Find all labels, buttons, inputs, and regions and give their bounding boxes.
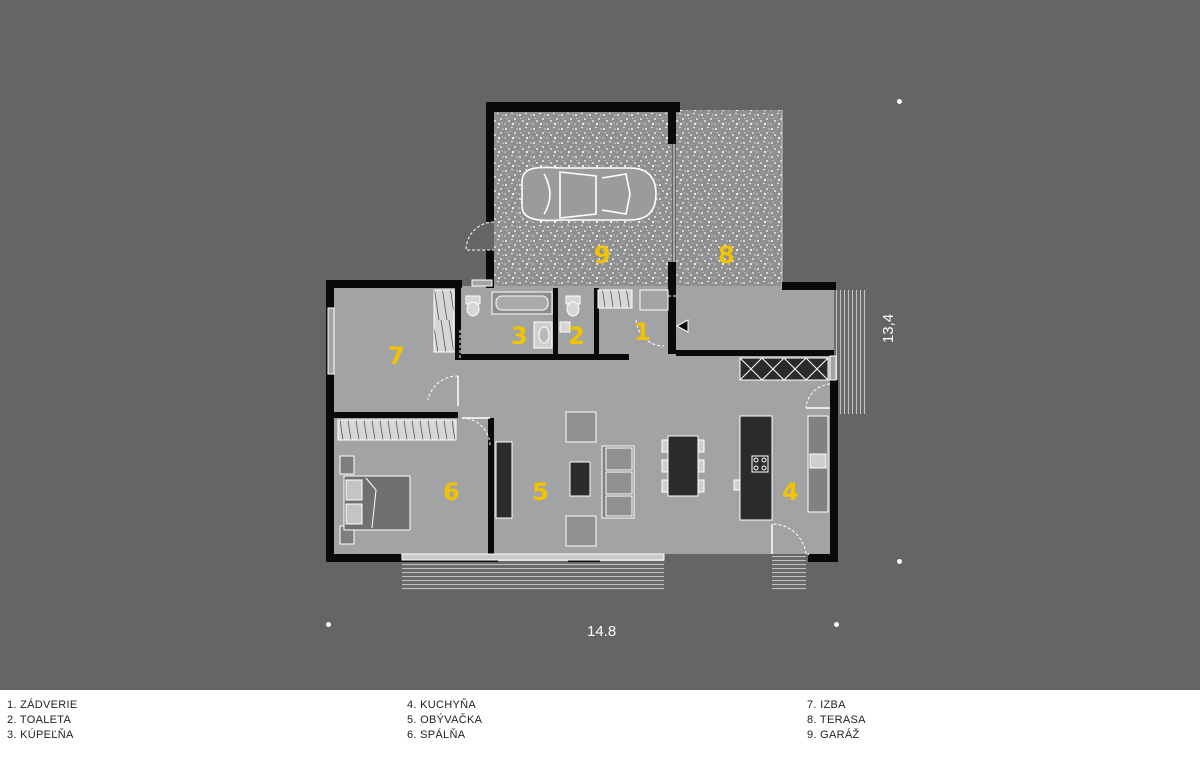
floor-plan-drawing [326, 102, 866, 590]
side-deck [834, 290, 866, 414]
corner-marker [897, 559, 902, 564]
legend-column-1: 1. ZÁDVERIE 2. TOALETA 3. KÚPEĽŇA [7, 698, 78, 743]
room-number-2: 2 [568, 322, 585, 350]
legend-item: 5. OBÝVAČKA [407, 714, 483, 726]
room-number-9: 9 [594, 241, 611, 269]
room-number-1: 1 [634, 318, 651, 346]
legend-item: 3. KÚPEĽŇA [7, 729, 74, 741]
room-number-6: 6 [443, 478, 460, 506]
room-legend: 1. ZÁDVERIE 2. TOALETA 3. KÚPEĽŇA 4. KUC… [0, 690, 1200, 770]
room-number-8: 8 [718, 241, 735, 269]
room-number-3: 3 [511, 322, 528, 350]
legend-item: 1. ZÁDVERIE [7, 699, 78, 711]
legend-item: 2. TOALETA [7, 714, 72, 726]
legend-item: 4. KUCHYŇA [407, 699, 477, 711]
room-number-4: 4 [782, 478, 799, 506]
corner-marker [897, 99, 902, 104]
legend-column-2: 4. KUCHYŇA 5. OBÝVAČKA 6. SPÁLŇA [407, 698, 482, 743]
floor-plan-canvas: 1 2 3 4 5 6 7 8 9 14.8 13,4 [0, 0, 1200, 690]
legend-item: 8. TERASA [807, 714, 866, 726]
legend-column-3: 7. IZBA 8. TERASA 9. GARÁŽ [807, 698, 866, 743]
room-number-7: 7 [388, 342, 405, 370]
corner-marker [326, 622, 331, 627]
legend-item: 9. GARÁŽ [807, 729, 860, 741]
legend-item: 7. IZBA [807, 699, 846, 711]
car-icon [521, 166, 657, 222]
depth-dimension: 13,4 [880, 313, 898, 344]
width-dimension: 14.8 [587, 623, 617, 640]
kitchen-steps [772, 556, 806, 590]
corner-marker [834, 622, 839, 627]
room-number-5: 5 [532, 478, 549, 506]
legend-item: 6. SPÁLŇA [407, 729, 466, 741]
